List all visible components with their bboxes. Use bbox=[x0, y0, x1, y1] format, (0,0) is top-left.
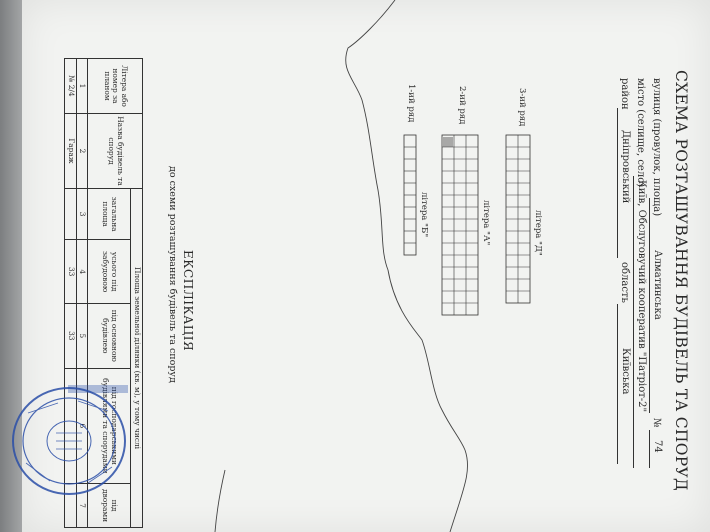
row-built: 33 bbox=[64, 239, 77, 304]
number-underline bbox=[649, 430, 650, 468]
row-name: Гараж bbox=[64, 113, 77, 189]
paper-sheet bbox=[22, 0, 710, 532]
row-2-label: 2-ий ряд bbox=[457, 86, 467, 125]
block-a bbox=[441, 134, 479, 316]
row-main: 33 bbox=[64, 303, 77, 369]
site-plan-drawing bbox=[214, 0, 531, 532]
rotated-document: СХЕМА РОЗТАШУВАННЯ БУДІВЕЛЬ ТА СПОРУД ву… bbox=[22, 0, 710, 532]
column-number: 5 bbox=[76, 303, 88, 369]
official-stamp-icon bbox=[12, 385, 128, 495]
street-value: Алматинська bbox=[652, 250, 663, 320]
header-name: Назва будівель та споруд bbox=[87, 113, 143, 189]
header-area-group: Площа земельної ділянки (кв. м), у тому … bbox=[130, 188, 143, 528]
document-title: СХЕМА РОЗТАШУВАННЯ БУДІВЕЛЬ ТА СПОРУД bbox=[672, 70, 690, 491]
row-3-label: 3-ий ряд bbox=[517, 88, 527, 127]
city-label: місто (селище, село) bbox=[635, 78, 646, 188]
number-value: 74 bbox=[652, 440, 663, 453]
column-number: 2 bbox=[76, 113, 88, 189]
block-d bbox=[505, 134, 531, 304]
district-underline bbox=[617, 108, 618, 258]
row-total bbox=[64, 188, 77, 240]
district-label: район bbox=[619, 78, 630, 110]
row-letter: № 2/4 bbox=[64, 58, 77, 114]
street-underline bbox=[649, 198, 650, 413]
header-total: загальна площа bbox=[87, 188, 131, 240]
header-built: усього під забудовою bbox=[87, 239, 131, 304]
oblast-value: Київська bbox=[620, 348, 631, 395]
city-underline bbox=[633, 176, 634, 468]
highlighted-garage-cell bbox=[443, 137, 453, 147]
header-main: під основною будівлею bbox=[87, 303, 131, 369]
oblast-underline bbox=[617, 304, 618, 464]
city-value: Київ, Обслуговучий кооператив "Патріот-2… bbox=[636, 180, 647, 413]
street-label: вулиця (провулок, площа) bbox=[651, 78, 662, 217]
block-b bbox=[403, 134, 417, 256]
paper-shadow bbox=[0, 0, 22, 532]
header-letter: Літера або номер за планом bbox=[87, 58, 143, 114]
district-value: Дніпровський bbox=[620, 130, 631, 204]
column-number: 3 bbox=[76, 188, 88, 240]
explication-title: ЕКСПЛІКАЦІЯ bbox=[181, 250, 195, 352]
oblast-label: область bbox=[619, 262, 630, 303]
letter-d-label: літера "Д" bbox=[533, 210, 543, 256]
column-number: 4 bbox=[76, 239, 88, 304]
site-boundary-line bbox=[345, 0, 468, 532]
row-1-label: 1-ий ряд bbox=[406, 84, 416, 123]
letter-a-label: літера "А" bbox=[481, 200, 491, 246]
site-boundary-line-lower bbox=[214, 469, 226, 532]
explication-subtitle: до схеми розташування будівель та споруд bbox=[167, 166, 178, 383]
letter-b-label: літера "Б" bbox=[419, 192, 429, 238]
column-number: 1 bbox=[76, 58, 88, 114]
number-label: № bbox=[651, 418, 662, 428]
